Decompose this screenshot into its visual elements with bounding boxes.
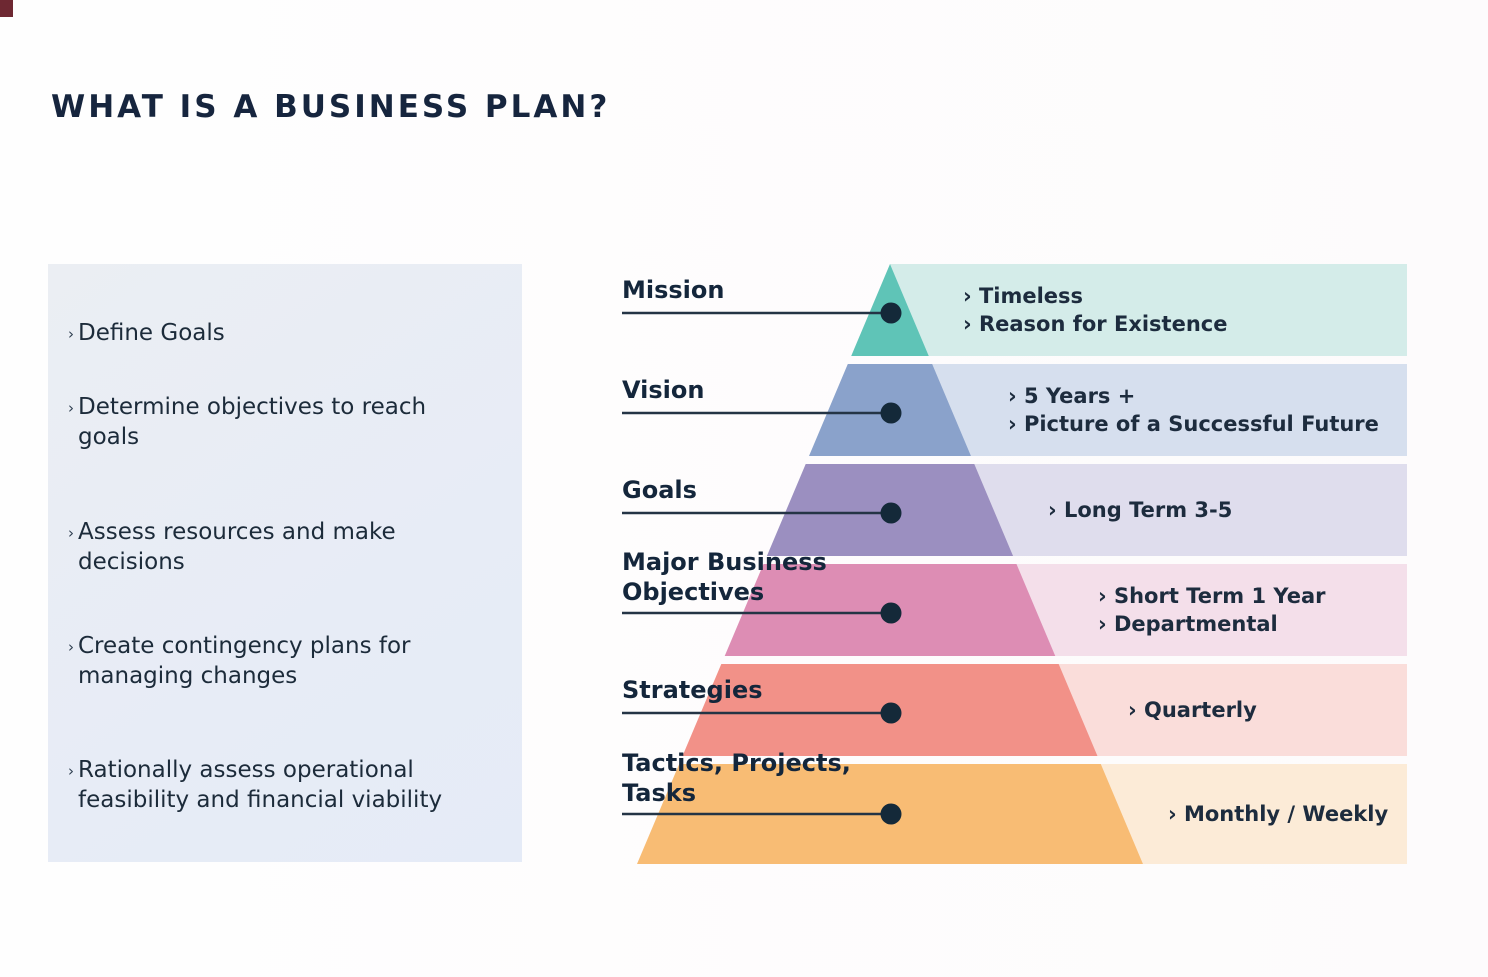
panel-item: › Assess resources and make decisions — [64, 517, 438, 577]
level-notes-strategies: › Quarterly — [1128, 664, 1257, 756]
level-label-strategies: Strategies — [622, 676, 763, 704]
note-line: › Long Term 3-5 — [1048, 498, 1233, 522]
panel-item: › Determine objectives to reach goals — [64, 392, 468, 452]
chevron-bullet-icon: › — [68, 762, 74, 780]
note-line: › Departmental — [1098, 612, 1278, 636]
left-panel: › Define Goals › Determine objectives to… — [48, 264, 522, 862]
panel-item-text: Assess resources and make decisions — [78, 519, 396, 575]
level-band-tactics — [1100, 764, 1407, 864]
panel-item-text: Rationally assess operational feasibilit… — [78, 757, 443, 813]
level-label-mission: Mission — [622, 276, 725, 304]
level-band-objectives — [1016, 564, 1407, 656]
note-line: › 5 Years + — [1008, 384, 1136, 408]
connector-dot-tactics — [880, 803, 902, 825]
connector-dot-mission — [880, 302, 902, 324]
note-line: › Monthly / Weekly — [1168, 802, 1389, 826]
level-notes-tactics: › Monthly / Weekly — [1168, 764, 1388, 864]
panel-item: › Rationally assess operational feasibil… — [64, 755, 508, 815]
level-label-vision: Vision — [622, 376, 705, 404]
connector-dot-goals — [880, 502, 902, 524]
level-notes-mission: › Timeless › Reason for Existence — [963, 264, 1227, 356]
chevron-bullet-icon: › — [68, 524, 74, 542]
chevron-bullet-icon: › — [68, 638, 74, 656]
chevron-bullet-icon: › — [68, 399, 74, 417]
note-line: › Short Term 1 Year — [1098, 584, 1326, 608]
chevron-bullet-icon: › — [68, 325, 74, 343]
corner-mark — [0, 0, 13, 17]
note-line: › Timeless — [963, 284, 1084, 308]
note-line: › Reason for Existence — [963, 312, 1228, 336]
note-line: › Picture of a Successful Future — [1008, 412, 1379, 436]
connector-dot-strategies — [880, 702, 902, 724]
note-line: › Quarterly — [1128, 698, 1257, 722]
connector-dot-objectives — [880, 602, 902, 624]
level-band-vision — [932, 364, 1407, 456]
level-label-tactics: Tactics, Projects, Tasks — [622, 749, 851, 807]
level-notes-objectives: › Short Term 1 Year › Departmental — [1098, 564, 1325, 656]
connector-dot-vision — [880, 402, 902, 424]
level-notes-goals: › Long Term 3-5 — [1048, 464, 1232, 556]
panel-item: › Define Goals — [64, 318, 478, 349]
panel-item-text: Create contingency plans for managing ch… — [78, 633, 411, 689]
level-label-goals: Goals — [622, 476, 697, 504]
level-band-strategies — [1058, 664, 1407, 756]
page-title: WHAT IS A BUSINESS PLAN? — [51, 88, 611, 125]
panel-item: › Create contingency plans for managing … — [64, 631, 458, 691]
panel-item-text: Define Goals — [78, 320, 225, 346]
panel-item-text: Determine objectives to reach goals — [78, 394, 427, 450]
level-band-mission — [890, 264, 1407, 356]
level-label-objectives: Major Business Objectives — [622, 548, 827, 606]
level-notes-vision: › 5 Years + › Picture of a Successful Fu… — [1008, 364, 1379, 456]
level-band-goals — [974, 464, 1407, 556]
